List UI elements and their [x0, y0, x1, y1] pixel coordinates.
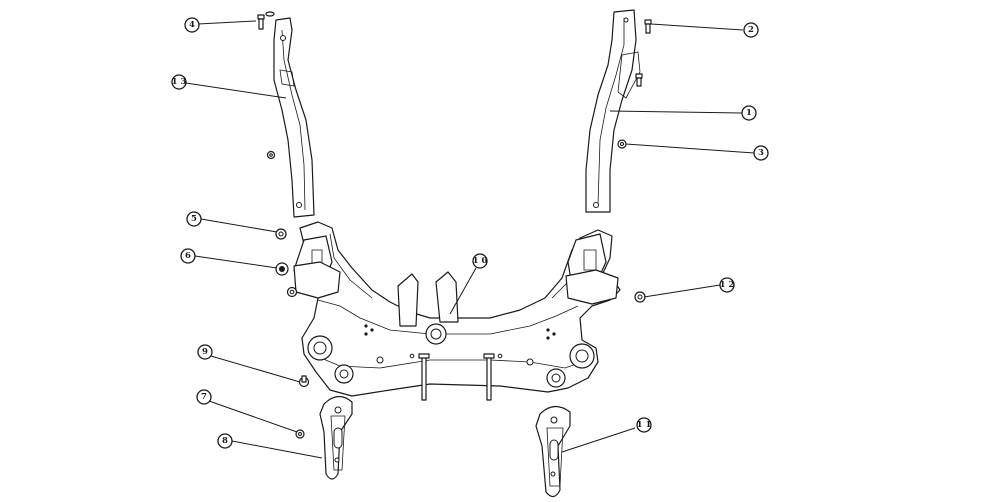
svg-text:1 1: 1 1 — [637, 420, 652, 430]
svg-text:1 2: 1 2 — [720, 280, 735, 290]
left-lower-bracket-part — [319, 395, 353, 480]
callout-2: 2 — [743, 22, 759, 38]
fasteners — [257, 11, 652, 439]
left-bracket-part — [273, 17, 315, 218]
callout-4: 4 — [184, 17, 200, 33]
svg-text:1 3: 1 3 — [172, 77, 187, 87]
callout-12: 1 2 — [719, 277, 735, 293]
callout-5: 5 — [186, 211, 202, 227]
svg-text:8: 8 — [222, 436, 228, 446]
callout-13: 1 3 — [171, 74, 187, 90]
svg-text:5: 5 — [191, 214, 197, 224]
callout-11: 1 1 — [636, 417, 652, 433]
svg-text:3: 3 — [758, 148, 764, 158]
callout-9: 9 — [197, 344, 213, 360]
right-lower-bracket-part — [535, 405, 571, 498]
svg-text:6: 6 — [185, 251, 191, 261]
callout-8: 8 — [217, 433, 233, 449]
svg-text:2: 2 — [748, 25, 754, 35]
svg-text:1: 1 — [746, 108, 752, 118]
leader-lines — [178, 20, 755, 459]
callout-3: 3 — [753, 145, 769, 161]
subframe-crossmember-part — [293, 221, 621, 401]
svg-text:4: 4 — [189, 20, 195, 30]
callout-6: 6 — [180, 248, 196, 264]
svg-text:7: 7 — [201, 392, 207, 402]
callout-7: 7 — [196, 389, 212, 405]
svg-text:1 0: 1 0 — [473, 256, 488, 266]
callout-10: 1 0 — [472, 253, 488, 269]
callout-1: 1 — [741, 105, 757, 121]
svg-text:9: 9 — [202, 347, 208, 357]
